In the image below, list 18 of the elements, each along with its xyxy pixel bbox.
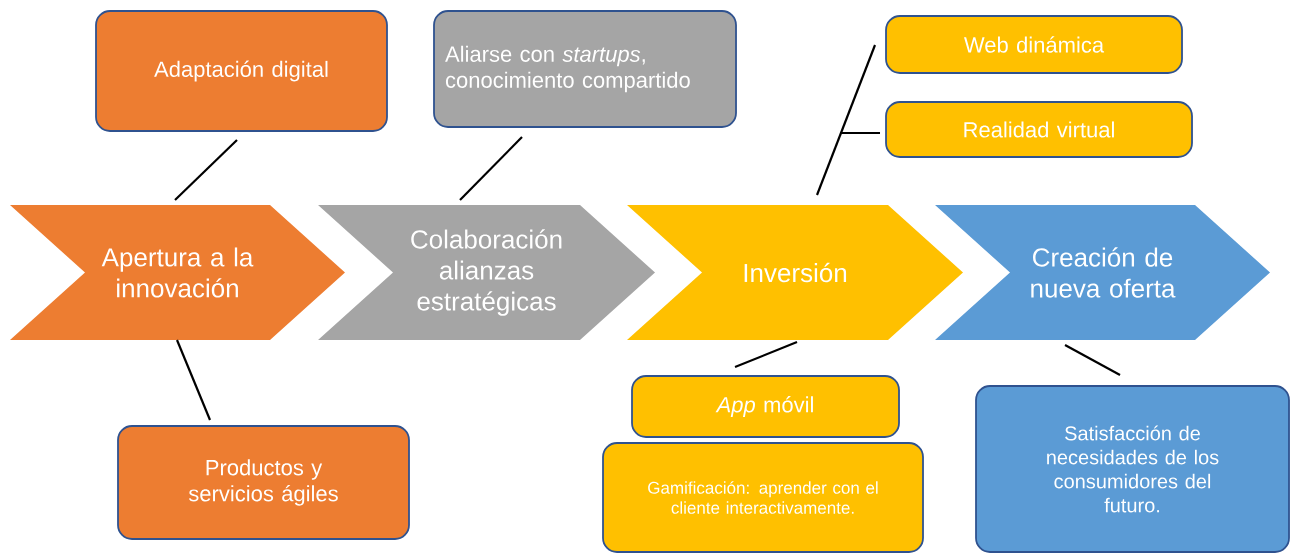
rounded-box: Realidad virtual xyxy=(885,101,1193,158)
connector-line xyxy=(459,136,523,201)
connector-line xyxy=(174,139,238,201)
rounded-box: App móvil xyxy=(631,375,900,438)
rounded-box: Productos y servicios ágiles xyxy=(117,425,410,540)
connector-line xyxy=(176,339,211,421)
connector-line xyxy=(734,340,798,369)
connector-line xyxy=(1064,344,1121,376)
chevron-step: Creación de nueva oferta xyxy=(935,205,1270,340)
rounded-box: Aliarse con startups, conocimiento compartido xyxy=(433,10,737,128)
chevron-step: Colaboración alianzas estratégicas xyxy=(318,205,655,340)
rounded-box: Gamificación: aprender con el cliente interactivamente. xyxy=(602,442,924,553)
rounded-box: Web dinámica xyxy=(885,15,1183,74)
connector-line xyxy=(816,44,880,196)
rounded-box: Satisfacción de necesidades de los consumidores del futuro. xyxy=(975,385,1290,553)
rounded-box: Adaptación digital xyxy=(95,10,388,132)
chevron-step: Inversión xyxy=(627,205,963,340)
chevron-step: Apertura a la innovación xyxy=(10,205,345,340)
